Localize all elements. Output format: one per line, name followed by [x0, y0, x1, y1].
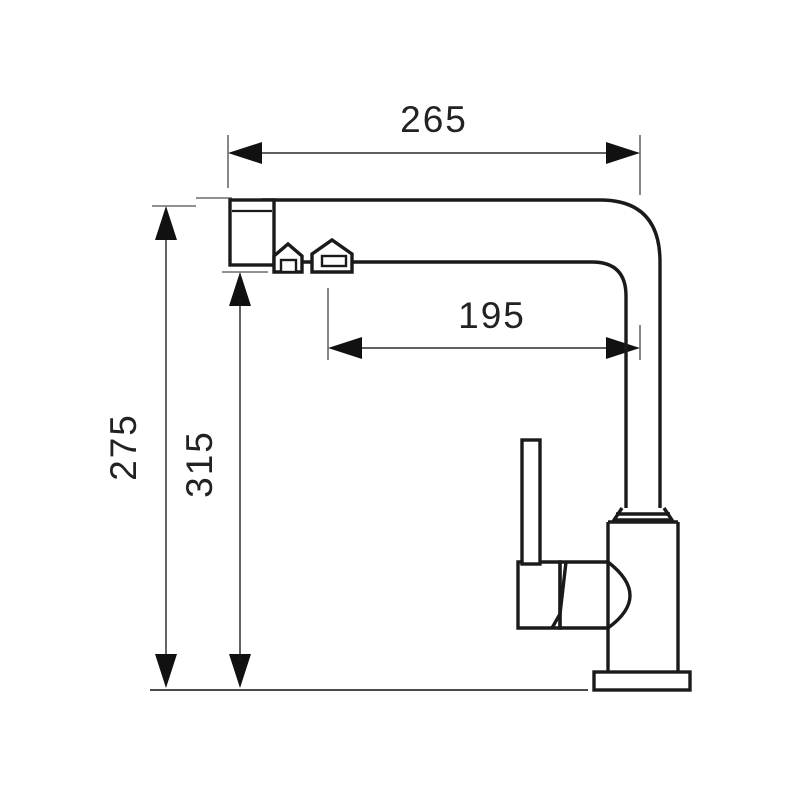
- base-mounting-flange: [592, 670, 692, 692]
- spray-mode-button-right-detail: [320, 254, 348, 268]
- dimension-275: 275: [103, 206, 177, 688]
- lever-handle-hub: [516, 560, 562, 630]
- faucet-body-bulge: [606, 560, 632, 630]
- extension-lines: [152, 135, 641, 360]
- arrow-265-left: [228, 142, 262, 164]
- dim-label-275: 275: [103, 413, 144, 481]
- spout-arm-inner-profile: [262, 260, 628, 508]
- dimension-195: 195: [328, 295, 640, 359]
- spout-arm-outer-profile: [262, 198, 662, 508]
- faucet-body-cylinder: [606, 520, 680, 672]
- lever-handle-stem: [520, 438, 542, 566]
- dim-label-315: 315: [179, 430, 220, 498]
- arrow-275-bottom: [155, 654, 177, 688]
- arrow-315-bottom: [229, 654, 251, 688]
- faucet-body-shoulder: [558, 560, 608, 630]
- dimension-315: 315: [179, 272, 251, 688]
- arrow-265-right: [606, 142, 640, 164]
- spray-mode-button-left-detail: [279, 258, 298, 274]
- dim-label-195: 195: [458, 295, 526, 336]
- lever-handle-bevel: [550, 561, 568, 629]
- arrow-195-left: [328, 337, 362, 359]
- spray-head-nozzle: [228, 198, 276, 267]
- arrow-195-right: [606, 337, 640, 359]
- dimension-265: 265: [228, 99, 640, 164]
- faucet-assembly: [228, 198, 692, 692]
- dim-label-265: 265: [400, 99, 468, 140]
- arrow-275-top: [155, 206, 177, 240]
- arrow-315-top: [229, 272, 251, 306]
